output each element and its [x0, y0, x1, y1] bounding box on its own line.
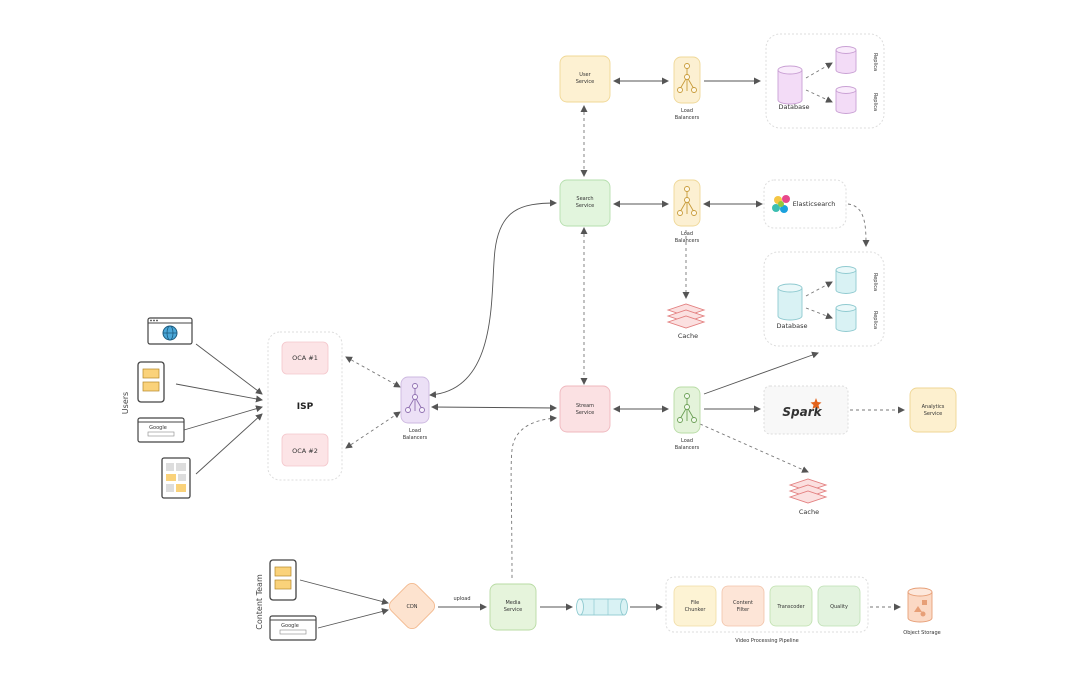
content-filter-label-2: Filter	[737, 607, 750, 613]
browser-globe	[147, 317, 193, 345]
quality	[817, 585, 861, 627]
content-filter-label-1: Content	[733, 600, 753, 606]
oca-1	[281, 341, 329, 375]
oca-1-label: OCA #1	[292, 354, 318, 362]
lb-left-label-2: Balancers	[403, 435, 428, 441]
replica-mid-2-label: Replica	[872, 311, 878, 329]
user-service-label-2: Service	[576, 79, 594, 85]
pipeline-label: Video Processing Pipeline	[735, 638, 798, 644]
load-balancer-icon	[677, 393, 697, 423]
replica-top-1-label: Replica	[872, 53, 878, 71]
search-service	[559, 179, 611, 227]
replica-mid-1	[835, 266, 857, 294]
elasticsearch-logo	[772, 195, 790, 213]
oca-2-label: OCA #2	[292, 447, 318, 455]
edges	[175, 77, 905, 629]
object-storage-label: Object Storage	[903, 630, 940, 636]
content-team-label: Content Team	[255, 574, 264, 630]
google-label: Google	[149, 425, 167, 431]
cache-stack-icon	[666, 303, 706, 329]
load-balancer-left: Load Balancers	[400, 376, 430, 441]
lb-bot-label-1: Load	[681, 438, 693, 444]
queue-cylinder-icon	[576, 598, 628, 616]
mobile-device-icon	[137, 361, 165, 403]
media-service	[489, 583, 537, 631]
quality-label: Quality	[830, 604, 848, 610]
load-balancer-bot: Load Balancers	[673, 386, 701, 451]
user-service	[559, 55, 611, 103]
tablet-icon	[161, 457, 191, 499]
elasticsearch-label: Elasticsearch	[793, 200, 836, 208]
load-balancer-icon	[405, 383, 425, 413]
load-balancer-mid: Load Balancers	[673, 179, 701, 244]
lb-left-label-1: Load	[409, 428, 421, 434]
load-balancer-icon	[677, 186, 697, 216]
spark-label: Spark	[782, 405, 822, 419]
database-mid-label: Database	[776, 322, 807, 330]
globe-icon	[162, 325, 178, 341]
browser-window-icon: Google	[137, 417, 185, 443]
media-service-label-2: Service	[504, 607, 522, 613]
lb-top-label-1: Load	[681, 108, 693, 114]
analytics-service	[909, 387, 957, 433]
database-mid-cylinder	[777, 283, 803, 321]
load-balancer-top: Load Balancers	[673, 56, 701, 121]
lb-top-label-2: Balancers	[675, 115, 700, 121]
transcoder	[769, 585, 813, 627]
stream-service	[559, 385, 611, 433]
oca-2	[281, 433, 329, 467]
file-chunker-label-1: File	[691, 600, 699, 606]
replica-mid-1-label: Replica	[872, 273, 878, 291]
search-service-label-2: Service	[576, 203, 594, 209]
content-browser-icon: Google	[269, 615, 317, 641]
object-storage-icon	[907, 587, 933, 623]
search-service-label-1: Search	[576, 196, 593, 202]
database-cylinder-icon	[777, 65, 803, 105]
spark-logo: Spark	[782, 398, 823, 419]
content-filter	[721, 585, 765, 627]
replica-top-1	[835, 46, 857, 74]
isp-label: ISP	[297, 402, 314, 412]
content-google-label: Google	[281, 623, 299, 629]
file-chunker	[673, 585, 717, 627]
stream-service-label-2: Service	[576, 410, 594, 416]
replica-top-2	[835, 86, 857, 114]
stream-service-label-1: Stream	[576, 403, 594, 409]
load-balancer-icon	[677, 63, 697, 93]
cache-bottom-icon	[788, 478, 828, 504]
cache-mid-label: Cache	[678, 332, 698, 340]
users-label: Users	[121, 392, 130, 414]
cache-bottom-label: Cache	[799, 508, 819, 516]
lb-mid-label-1: Load	[681, 231, 693, 237]
lb-mid-label-2: Balancers	[675, 238, 700, 244]
user-service-label-1: User	[579, 72, 591, 78]
database-top-label: Database	[778, 103, 809, 111]
cdn-node: CDN	[388, 582, 436, 630]
upload-label: upload	[453, 596, 470, 602]
lb-bot-label-2: Balancers	[675, 445, 700, 451]
transcoder-label: Transcoder	[776, 604, 805, 610]
media-service-label-1: Media	[505, 600, 520, 606]
content-mobile-icon	[269, 559, 297, 601]
replica-top-2-label: Replica	[872, 93, 878, 111]
elasticsearch-box	[763, 179, 847, 229]
analytics-label-2: Service	[924, 411, 942, 417]
pipeline-group	[665, 576, 869, 633]
analytics-label-1: Analytics	[922, 404, 945, 410]
spark-box	[763, 385, 849, 435]
file-chunker-label-2: Chunker	[685, 607, 707, 613]
replica-mid-2	[835, 304, 857, 332]
cdn-label: CDN	[406, 604, 417, 610]
